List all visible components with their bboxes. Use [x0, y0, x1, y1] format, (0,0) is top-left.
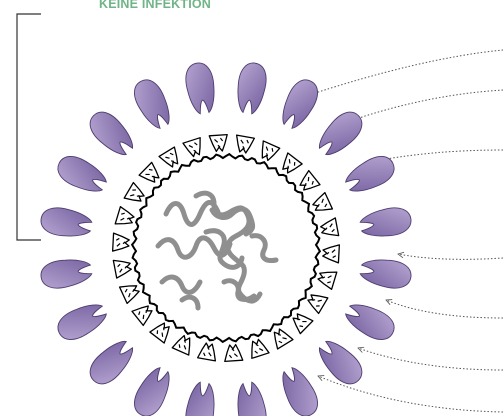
spike-protein-icon — [234, 381, 269, 416]
receptor-protein-icon — [269, 326, 293, 349]
receptor-protein-icon — [296, 171, 320, 195]
pointer-arrow — [300, 50, 503, 98]
receptor-protein-icon — [209, 135, 228, 152]
spike-protein-icon — [39, 256, 93, 291]
receptor-protein-icon — [139, 162, 163, 186]
spike-protein-icon — [129, 363, 176, 416]
receptor-protein-icon — [132, 301, 156, 325]
receptor-protein-icon — [316, 267, 337, 289]
spike-protein-icon — [276, 363, 323, 416]
pointer-arrow — [398, 254, 503, 259]
receptor-protein-icon — [183, 138, 205, 159]
receptor-protein-icon — [159, 147, 183, 170]
spike-protein-icon — [53, 298, 110, 345]
receptor-protein-icon — [150, 319, 174, 343]
receptor-protein-icon — [115, 207, 136, 229]
spike-protein-icon — [359, 256, 413, 291]
spike-protein-icon — [234, 61, 269, 115]
receptor-protein-icon — [198, 342, 218, 361]
receptor-protein-icon — [289, 310, 313, 334]
spike-protein-icon — [183, 381, 218, 416]
receptor-protein-icon — [257, 141, 280, 163]
left-bracket — [17, 14, 41, 240]
receptor-protein-icon — [124, 183, 147, 207]
spike-protein-icon — [313, 335, 368, 390]
receptor-protein-icon — [113, 257, 132, 278]
spike-protein-icon — [341, 298, 398, 345]
receptor-protein-icon — [278, 153, 302, 177]
spike-protein-icon — [276, 75, 323, 132]
spike-protein-icon — [359, 205, 413, 240]
spike-protein-icon — [39, 205, 93, 240]
pointer-arrow — [358, 348, 503, 370]
receptor-protein-icon — [224, 344, 243, 361]
receptor-protein-icon — [120, 280, 142, 303]
spike-protein-icon — [129, 75, 176, 132]
receptor-protein-icon — [234, 135, 254, 154]
receptor-protein-icon — [322, 244, 339, 263]
receptor-protein-icon — [113, 233, 130, 252]
pointer-arrow — [386, 300, 503, 318]
receptor-protein-icon — [305, 290, 328, 314]
spike-protein-icon — [84, 335, 139, 390]
spike-protein-icon — [84, 106, 139, 161]
receptor-protein-icon — [320, 218, 339, 239]
receptor-protein-icon — [172, 333, 195, 355]
receptor-protein-icon — [247, 338, 269, 359]
spike-protein-icon — [313, 106, 368, 161]
spike-protein-icon — [183, 61, 218, 115]
spike-protein-icon — [53, 151, 110, 198]
receptor-protein-icon — [310, 193, 332, 216]
